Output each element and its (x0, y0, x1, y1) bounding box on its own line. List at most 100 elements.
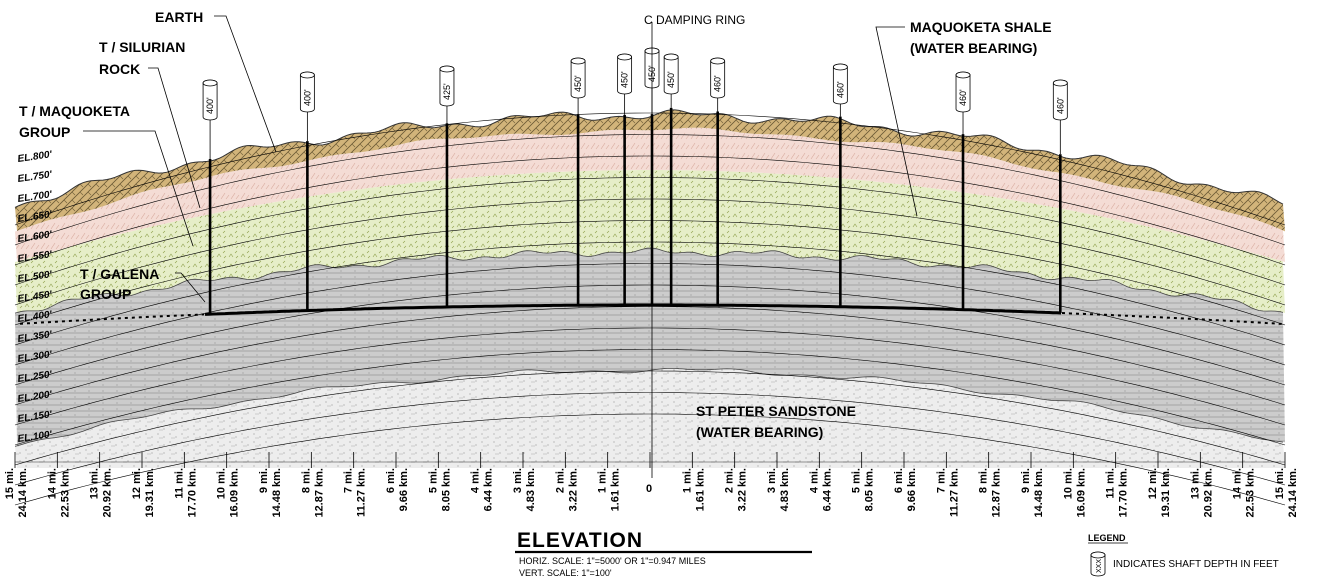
title-block: ELEVATION HORIZ. SCALE: 1"=5000' OR 1"=0… (515, 529, 812, 578)
galena-group-layer (15, 248, 1285, 446)
elevation-label: EL.600' (17, 229, 53, 245)
elevation-title: ELEVATION (517, 529, 643, 552)
shaft-depth-label: 400' (205, 97, 215, 114)
elevation-label: EL.800' (17, 149, 53, 165)
shaft-depth-marker-cap (570, 57, 586, 65)
maquoketa-shale-callout: MAQUOKETA SHALE (WATER BEARING) (875, 19, 1052, 217)
shaft-depth-label: 450' (573, 75, 583, 92)
elevation-contour-line (14, 155, 1286, 266)
shaft-depth-label: 460' (1055, 97, 1065, 114)
elevation-contour-line (14, 327, 1286, 426)
horizontal-scale: HORIZ. SCALE: 1"=5000' OR 1"=0.947 MILES (519, 556, 706, 566)
elevation-label: EL.650' (17, 209, 53, 225)
axis-tick-label-km: 9.66 km. (906, 468, 918, 511)
shaft-depth-marker-cap (439, 65, 455, 73)
legend-text: INDICATES SHAFT DEPTH IN FEET (1113, 559, 1279, 570)
axis-tick-label-km: 14.48 km. (1033, 468, 1045, 518)
shaft-depth-marker-cap (710, 57, 726, 65)
elevation-label: EL.200' (17, 389, 53, 405)
axis-tick-label-km: 19.31 km. (1160, 468, 1172, 518)
axis-tick-label-mi: 1 mi. (681, 468, 693, 493)
axis-tick-label-km: 12.87 km. (991, 468, 1003, 518)
axis-tick-label-mi: 11 mi. (173, 468, 185, 499)
elevation-label: EL.400' (17, 309, 53, 325)
earth-leader (214, 15, 277, 153)
maquoketa-group-leader (83, 130, 194, 247)
axis-tick-label-mi: 10 mi. (1062, 468, 1074, 499)
axis-tick-label-km: 3.22 km. (567, 468, 579, 511)
shaft-depth-marker-cap (832, 63, 848, 71)
vertical-scale: VERT. SCALE: 1"=100' (519, 568, 612, 578)
elevation-contour-line (14, 284, 1286, 386)
axis-tick-label-km: 22.53 km. (59, 468, 71, 518)
silurian-callout: T / SILURIAN ROCK (99, 39, 201, 209)
axis-tick-label-km: 14.48 km. (271, 468, 283, 518)
shaft: 460' (955, 71, 971, 310)
axis-tick-label-mi: 6 mi. (893, 468, 905, 493)
shaft-depth-marker-cap (299, 71, 315, 79)
axis-tick-label-km: 20.92 km. (1202, 468, 1214, 518)
elevation-contour-line (14, 177, 1286, 286)
elevation-label: EL.750' (17, 169, 53, 185)
axis-tick-label-km: 16.09 km. (1075, 468, 1087, 518)
axis-tick-label-mi: 10 mi. (216, 468, 228, 499)
axis-tick-label-mi: 9 mi. (1020, 468, 1032, 493)
shaft: 400' (202, 79, 218, 315)
axis-tick-label-km: 22.53 km. (1245, 468, 1257, 518)
legend-symbol-text: XXX (1096, 559, 1103, 573)
axis-tick-label-mi: 3 mi. (512, 468, 524, 493)
maquoketa-group-callout: T / MAQUOKETA GROUP (19, 103, 194, 247)
axis-tick-label-km: 20.92 km. (102, 468, 114, 518)
axis-tick-label-mi: 1 mi. (597, 468, 609, 493)
axis-tick-label-mi: 13 mi. (1189, 468, 1201, 499)
shaft-depth-marker-cap (1052, 79, 1068, 87)
axis-tick-label-mi: 4 mi. (470, 468, 482, 493)
axis-tick-label-mi: 2 mi. (554, 468, 566, 493)
elevation-label: EL.150' (17, 409, 53, 425)
elevation-label: EL.300' (17, 349, 53, 365)
shaft: 460' (1052, 79, 1068, 313)
elevation-label: EL.550' (17, 249, 53, 265)
elevation-label: EL.250' (17, 369, 53, 385)
maquoketa-shale-label-line2: (WATER BEARING) (910, 40, 1037, 56)
shaft-depth-marker-cap (663, 53, 679, 61)
axis-tick-label-km: 1.61 km. (694, 468, 706, 511)
earth-callout: EARTH (155, 9, 277, 153)
shaft-depth-label: 460' (835, 81, 845, 98)
shaft-depth-label: 460' (958, 89, 968, 106)
shaft: 425' (439, 65, 455, 307)
legend-heading: LEGEND (1088, 533, 1126, 543)
silurian-leader (148, 67, 201, 209)
shaft-depth-marker-cap (617, 53, 633, 61)
shaft-depth-label: 450' (666, 71, 676, 88)
shaft-depth-marker-cap (955, 71, 971, 79)
axis-tick-label-km: 24.14 km. (1287, 468, 1299, 518)
ground-surface-line (14, 109, 1284, 208)
axis-tick-label-mi: 7 mi. (343, 468, 355, 493)
axis-tick-label-mi: 8 mi. (978, 468, 990, 493)
shaft: 450' (617, 53, 633, 306)
shaft: 450' (570, 57, 586, 306)
rock-layers (14, 109, 1285, 468)
axis-tick-label-mi: 6 mi. (385, 468, 397, 493)
elevation-contour-line (14, 112, 1286, 226)
elevation-contour-line (14, 134, 1286, 246)
earth-layer (15, 109, 1285, 232)
shaft-depth-label: 425' (442, 83, 452, 100)
axis-tick-label-km: 6.44 km. (821, 468, 833, 511)
maquoketa-group-label-line1: T / MAQUOKETA (19, 103, 130, 119)
axis-tick-label-mi: 3 mi. (766, 468, 778, 493)
galena-callout: T / GALENA GROUP (80, 266, 206, 303)
galena-top-line (14, 247, 1284, 314)
distance-axis: 15 mi.24.14 km.14 mi.22.53 km.13 mi.20.9… (4, 452, 1299, 518)
elevation-contour-line (14, 263, 1286, 366)
axis-tick-label-mi: 4 mi. (808, 468, 820, 493)
elevation-contours: EL.800'EL.750'EL.700'EL.650'EL.600'EL.55… (14, 112, 1286, 506)
elevation-contour-line (14, 392, 1286, 486)
st-peter-label-line1: ST PETER SANDSTONE (696, 403, 856, 419)
damping-ring-extension-left (19, 313, 205, 325)
silurian-rock-layer (15, 127, 1285, 262)
axis-tick-label-km: 6.44 km. (483, 468, 495, 511)
shaft: 400' (299, 71, 315, 311)
